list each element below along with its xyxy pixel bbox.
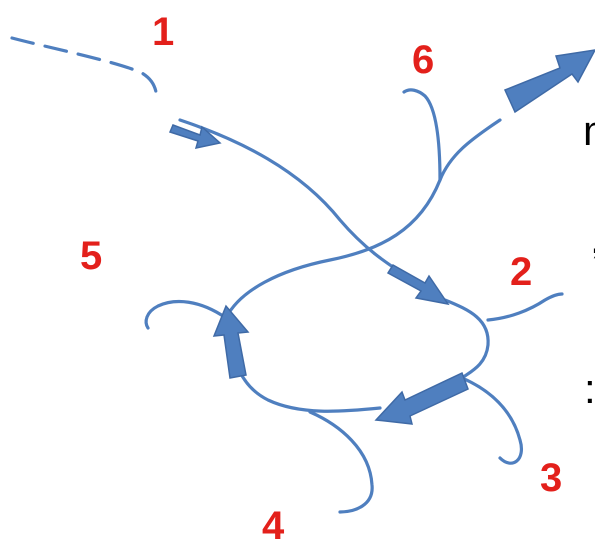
beta-strand-arrow-3: [374, 371, 469, 425]
n-terminal-dashed-segment: [10, 36, 158, 102]
beta-strand-arrow-4: [212, 304, 250, 379]
label-5: 5: [80, 234, 103, 278]
label-6: 6: [412, 38, 435, 82]
chain-strand3-to-strand4: [238, 370, 382, 413]
chain-after-strand2: [443, 298, 490, 380]
label-3: 3: [540, 456, 563, 500]
beta-strand-arrow-2: [386, 263, 450, 306]
beta-strand-arrow-5: [503, 49, 595, 114]
loop-2-tail: [486, 292, 564, 322]
loop-4: [308, 410, 374, 514]
cropped-text-fragment-2: ,: [590, 218, 595, 260]
chain-strand1-to-strand2: [178, 118, 422, 287]
loop-3: [460, 376, 523, 465]
cropped-text-fragment-1: m: [583, 110, 595, 152]
label-2: 2: [510, 250, 533, 294]
cropped-text-fragment-3: :,: [584, 365, 595, 412]
chain-strand4-to-loop5: [144, 299, 228, 330]
label-4: 4: [262, 504, 285, 548]
chain-loop5-to-strand5: [224, 118, 502, 320]
beta-strand-arrow-1: [168, 124, 222, 149]
loop-6: [402, 88, 442, 182]
label-1: 1: [152, 10, 175, 54]
